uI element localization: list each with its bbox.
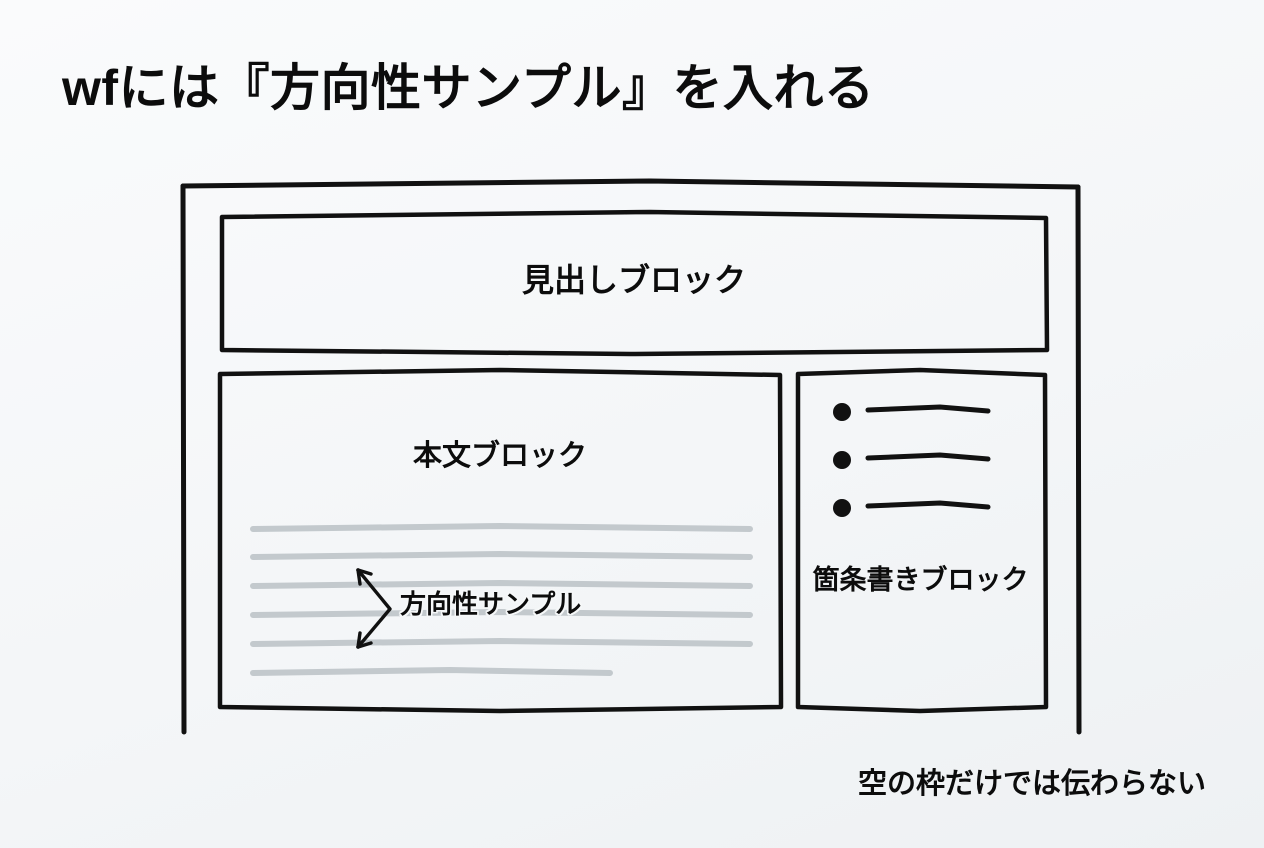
bullet-block-frame[interactable] (795, 367, 1049, 714)
placeholder-line (250, 666, 613, 676)
heading-block-label: 見出しブロック (521, 262, 746, 298)
placeholder-line (250, 522, 753, 532)
bullet-line (865, 404, 991, 414)
page-title: wfには『方向性サンプル』を入れる (62, 60, 875, 116)
slide-caption: 空の枠だけでは伝わらない (857, 768, 1206, 800)
bullet-dot (833, 403, 851, 421)
heading-block-frame[interactable] (219, 209, 1050, 357)
placeholder-line (250, 608, 753, 618)
bullet-block-label: 箇条書きブロック (812, 565, 1029, 595)
bullet-dot (833, 451, 851, 469)
body-block-label: 本文ブロック (412, 440, 587, 472)
direction-sample-label: 方向性サンプル (400, 589, 582, 619)
wireframe-sketch-svg (180, 178, 1082, 735)
wireframe-outer-frame (180, 178, 1082, 735)
placeholder-line (250, 579, 753, 589)
bullet-dot (833, 499, 851, 517)
placeholder-line (250, 550, 753, 560)
bullet-line (865, 452, 991, 462)
placeholder-line (250, 637, 753, 647)
direction-sample-arrow-icon (356, 568, 392, 649)
body-placeholder-lines (250, 522, 753, 676)
bullet-line (865, 500, 991, 510)
bullet-list (833, 403, 991, 517)
wireframe-mockup: 見出しブロック 本文ブロック 方向性サンプル 箇条書きブロック (150, 160, 1130, 760)
body-block-frame[interactable] (217, 367, 784, 714)
